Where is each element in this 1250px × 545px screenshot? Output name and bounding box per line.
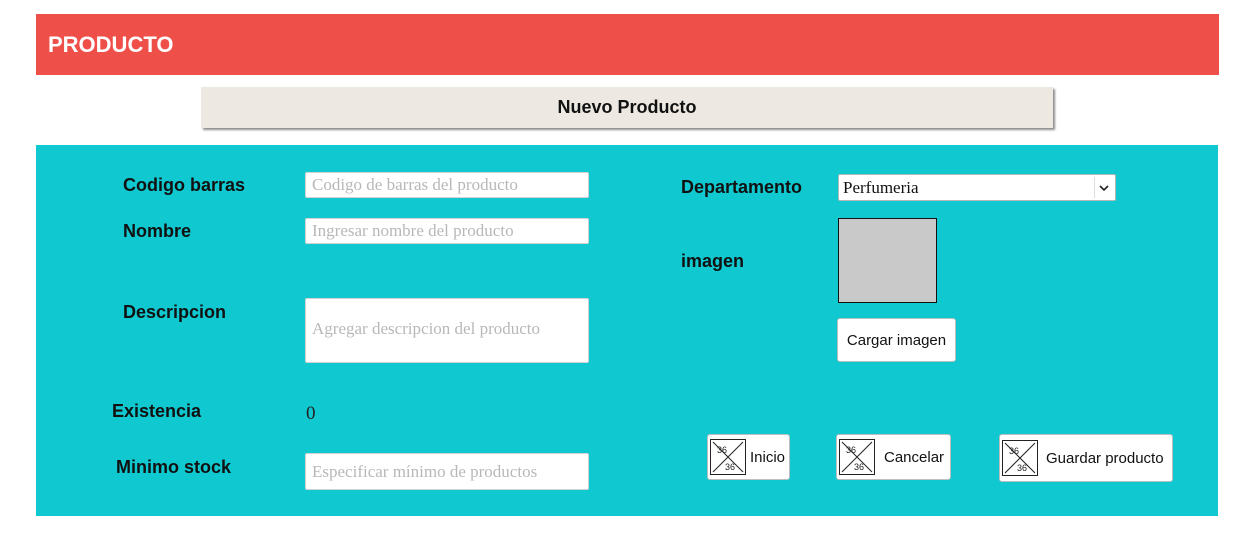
department-selected-value: Perfumeria bbox=[843, 178, 919, 197]
name-label: Nombre bbox=[123, 221, 192, 241]
save-product-button-label: Guardar producto bbox=[1046, 449, 1164, 467]
cancel-button[interactable]: 36 36 Cancelar bbox=[836, 434, 951, 480]
svg-text:36: 36 bbox=[725, 462, 735, 472]
min-stock-input[interactable] bbox=[305, 453, 589, 490]
stock-label: Existencia bbox=[112, 401, 202, 421]
page-header: PRODUCTO bbox=[36, 14, 1219, 75]
image-preview bbox=[838, 218, 937, 303]
upload-image-button[interactable]: Cargar imagen bbox=[837, 318, 956, 362]
barcode-input[interactable] bbox=[305, 172, 589, 198]
department-label: Departamento bbox=[681, 177, 803, 197]
svg-text:36: 36 bbox=[846, 445, 856, 455]
product-form-panel: Codigo barras Nombre Descripcion Existen… bbox=[36, 145, 1218, 516]
broken-image-icon: 36 36 bbox=[710, 439, 746, 475]
svg-text:36: 36 bbox=[717, 445, 727, 455]
upload-image-label: Cargar imagen bbox=[846, 331, 947, 349]
page-title: PRODUCTO bbox=[48, 32, 174, 57]
description-textarea[interactable] bbox=[305, 298, 589, 363]
svg-text:36: 36 bbox=[1009, 446, 1019, 456]
chevron-down-icon bbox=[1094, 177, 1113, 198]
broken-image-icon: 36 36 bbox=[839, 439, 875, 475]
save-product-button[interactable]: 36 36 Guardar producto bbox=[999, 434, 1173, 482]
svg-text:36: 36 bbox=[854, 462, 864, 472]
stock-value: 0 bbox=[306, 403, 316, 424]
barcode-label: Codigo barras bbox=[123, 175, 246, 195]
broken-image-icon: 36 36 bbox=[1002, 440, 1038, 476]
image-label: imagen bbox=[681, 251, 745, 271]
min-stock-label: Minimo stock bbox=[116, 457, 232, 477]
description-label: Descripcion bbox=[123, 302, 227, 322]
new-product-button[interactable]: Nuevo Producto bbox=[201, 87, 1053, 128]
department-select[interactable]: Perfumeria bbox=[838, 174, 1116, 201]
home-button[interactable]: 36 36 Inicio bbox=[707, 434, 790, 480]
home-button-label: Inicio bbox=[750, 448, 786, 466]
name-input[interactable] bbox=[305, 218, 589, 244]
svg-text:36: 36 bbox=[1017, 463, 1027, 473]
cancel-button-label: Cancelar bbox=[884, 448, 945, 466]
